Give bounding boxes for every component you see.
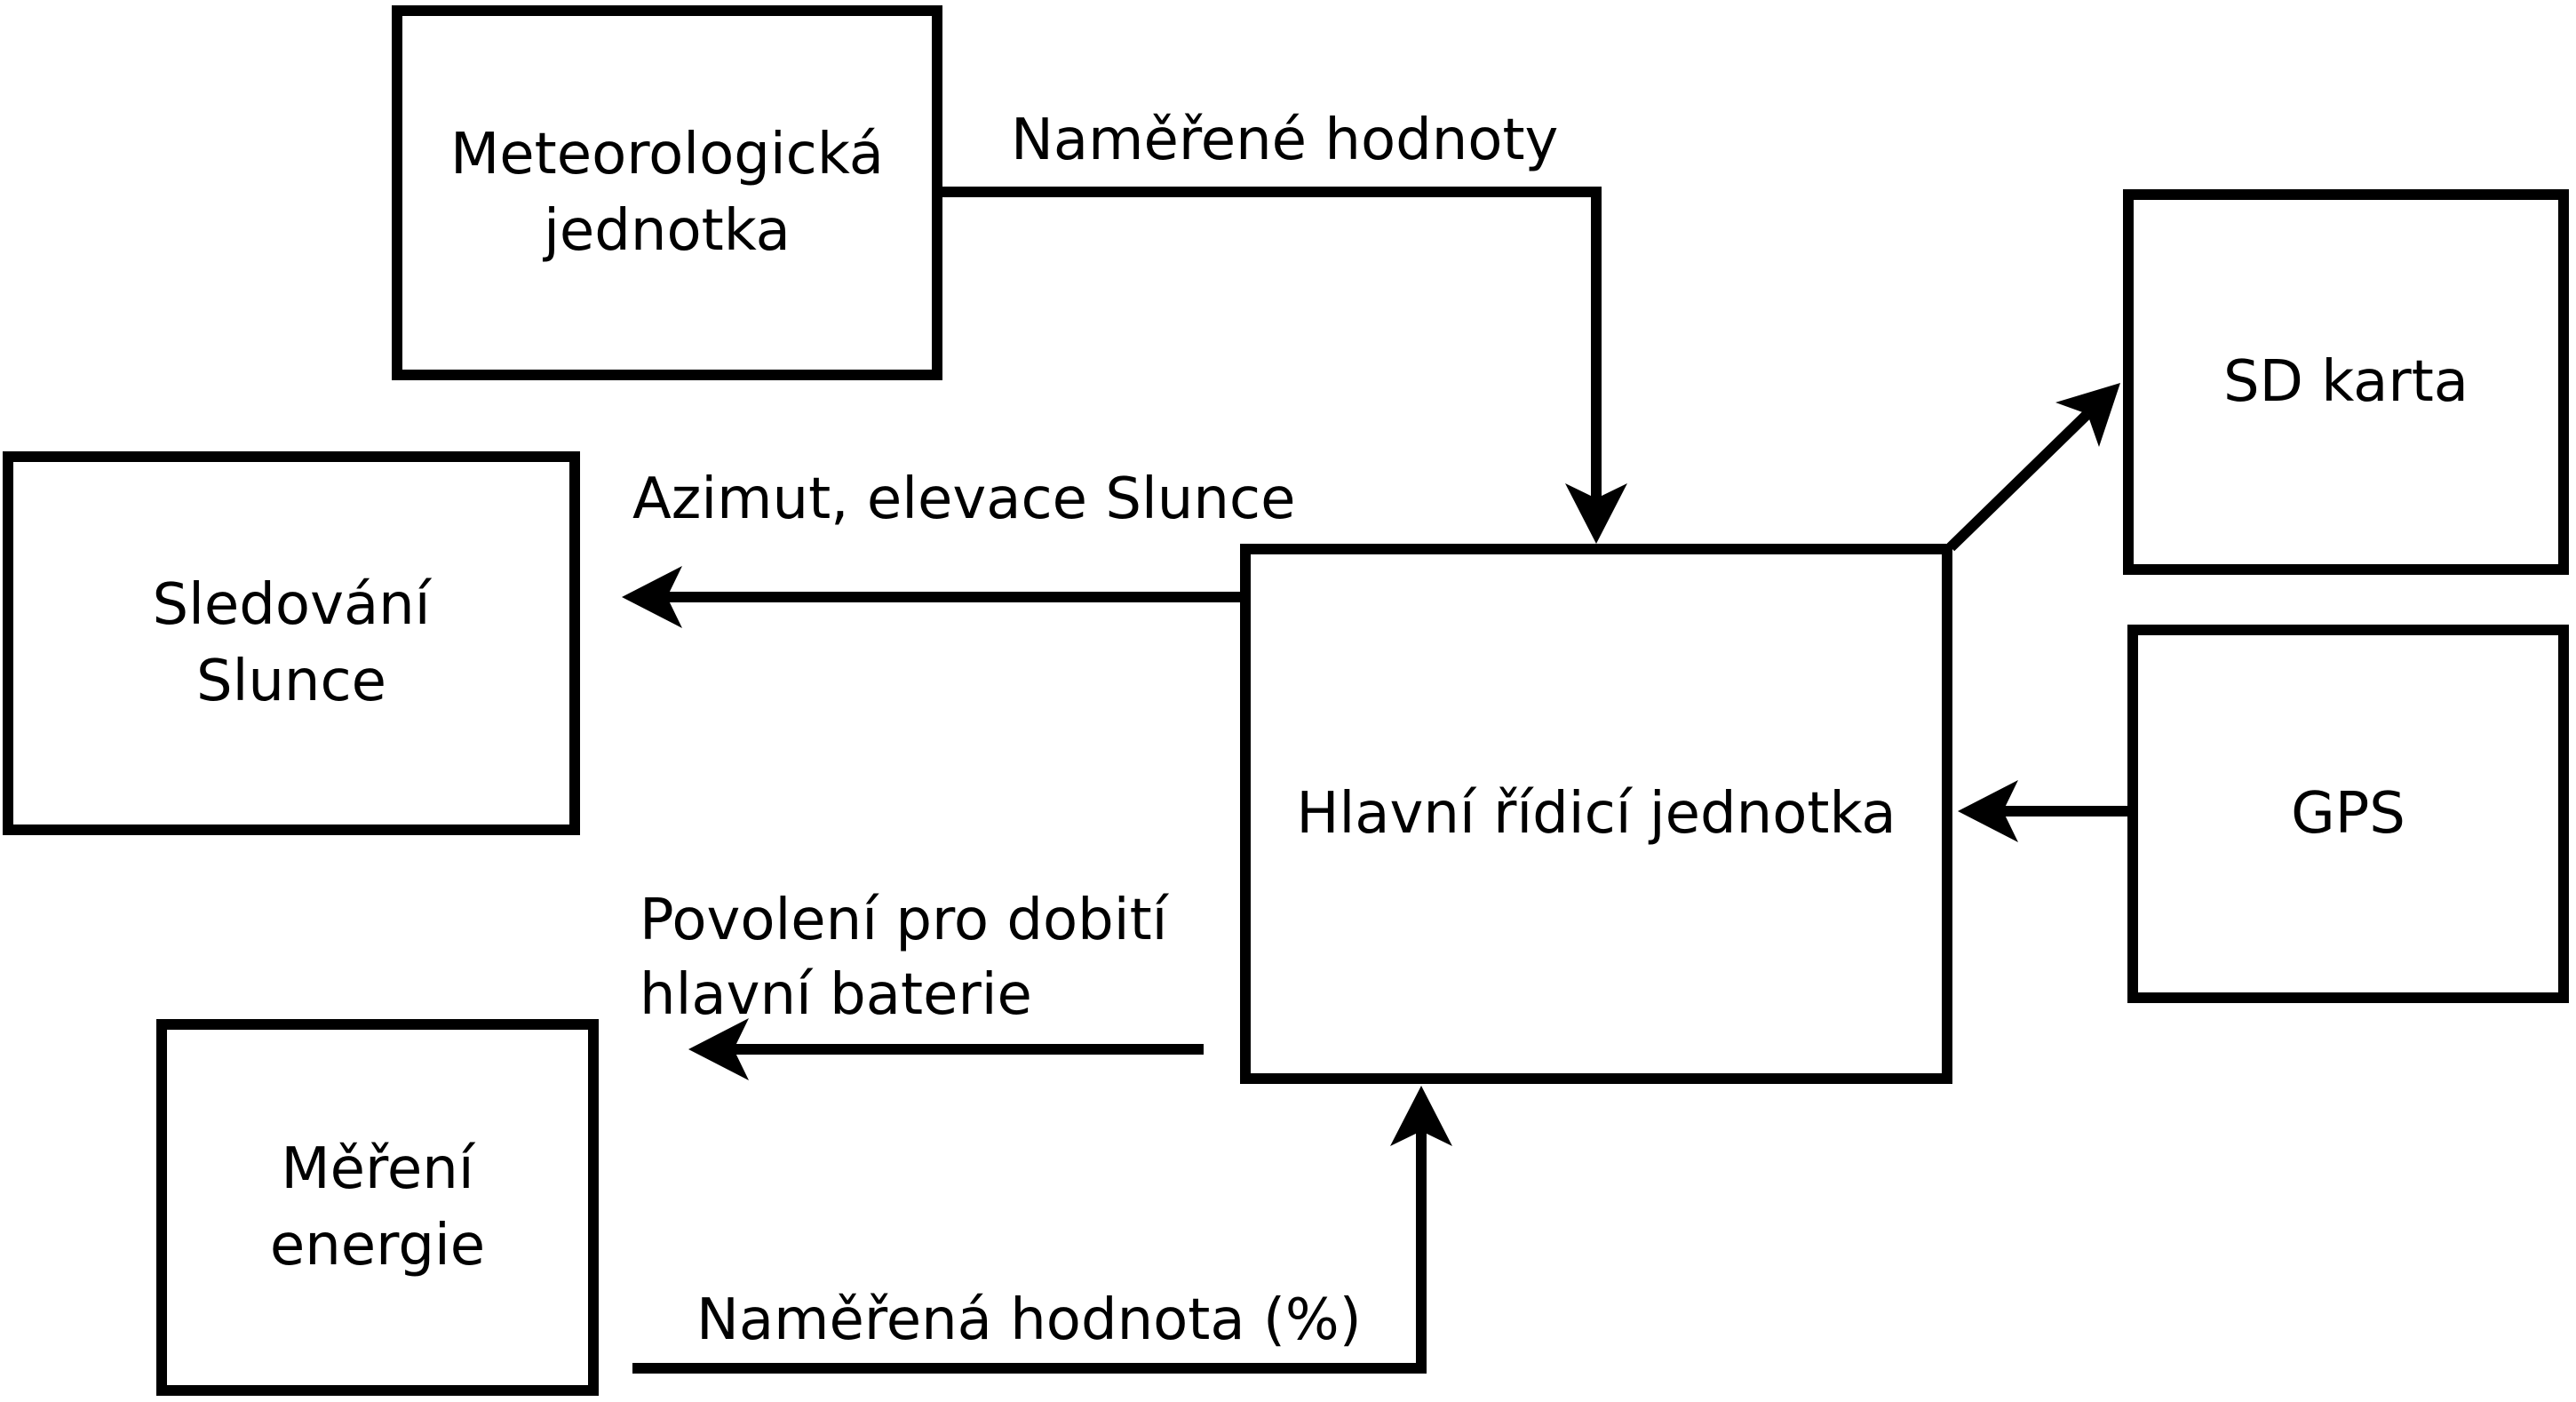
edge-label-sun-azimuth-elevation: Azimut, elevace Slunce (632, 466, 1296, 532)
arrow-left-icon (688, 1018, 749, 1080)
node-sd-card: SD karta (2123, 189, 2569, 575)
arrow-left-icon (622, 566, 682, 628)
node-sd-card-label: SD karta (2222, 349, 2469, 415)
edge-label-measured-value-percent: Naměřená hodnota (%) (696, 1287, 1362, 1353)
edge-line (632, 1131, 1427, 1374)
arrow-up-icon (1390, 1086, 1452, 1146)
edge-line (1946, 410, 2092, 552)
arrow-left-icon (1958, 780, 2018, 842)
node-gps: GPS (2127, 625, 2569, 1003)
node-meteo-unit-label: Meteorologická jednotka (450, 122, 884, 264)
node-meteo-unit: Meteorologická jednotka (392, 5, 942, 380)
edge-to-sd-card (1946, 383, 2120, 552)
node-sun-tracking: Sledování Slunce (3, 451, 580, 835)
node-sun-tracking-label: Sledování Slunce (152, 572, 431, 714)
edge-measured-values (942, 187, 1627, 544)
edge-measured-value-percent (632, 1086, 1452, 1374)
node-main-control-unit-label: Hlavní řídicí jednotka (1296, 781, 1896, 847)
edge-sun-azimuth-elevation (622, 566, 1240, 628)
arrow-up-right-icon (2055, 383, 2120, 447)
edge-label-charge-permission: Povolení pro dobití hlavní baterie (640, 888, 1168, 1028)
edge-gps-to-main (1958, 780, 2127, 842)
edge-line (942, 187, 1602, 498)
edge-charge-permission (688, 1018, 1204, 1080)
node-gps-label: GPS (2291, 781, 2405, 847)
node-energy-measurement-label: Měření energie (269, 1136, 486, 1279)
arrow-down-icon (1565, 483, 1627, 544)
node-main-control-unit: Hlavní řídicí jednotka (1240, 544, 1952, 1084)
node-energy-measurement: Měření energie (156, 1019, 599, 1396)
edge-label-measured-values: Naměřené hodnoty (1011, 108, 1559, 173)
